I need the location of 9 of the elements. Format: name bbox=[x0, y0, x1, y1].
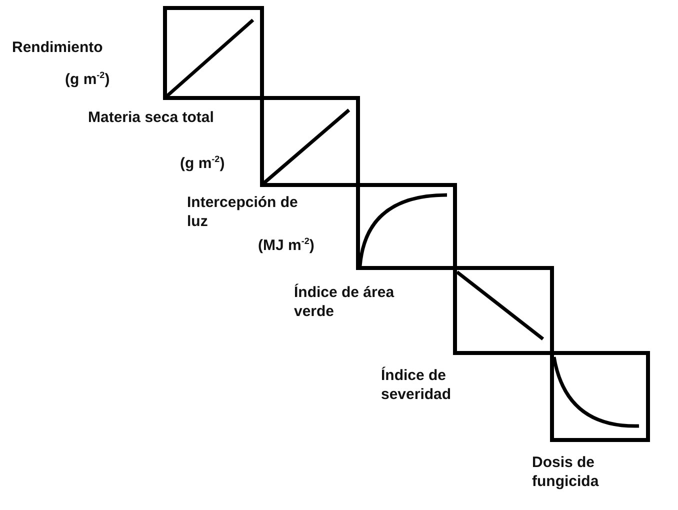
axis-label: Dosis de fungicida bbox=[532, 453, 600, 491]
axis-label: Índice de severidad bbox=[381, 366, 452, 404]
axis-label: Rendimiento bbox=[12, 38, 103, 57]
axis-label: Materia seca total bbox=[88, 108, 214, 127]
unit-label: (g m$^{-2}$) bbox=[65, 69, 110, 89]
axis-label: Índice de área verde bbox=[294, 283, 396, 321]
axis-label: Intercepción de luz bbox=[187, 193, 299, 231]
unit-label: (MJ m$^{-2}$) bbox=[258, 235, 314, 255]
unit-label: (g m$^{-2}$) bbox=[180, 153, 225, 173]
